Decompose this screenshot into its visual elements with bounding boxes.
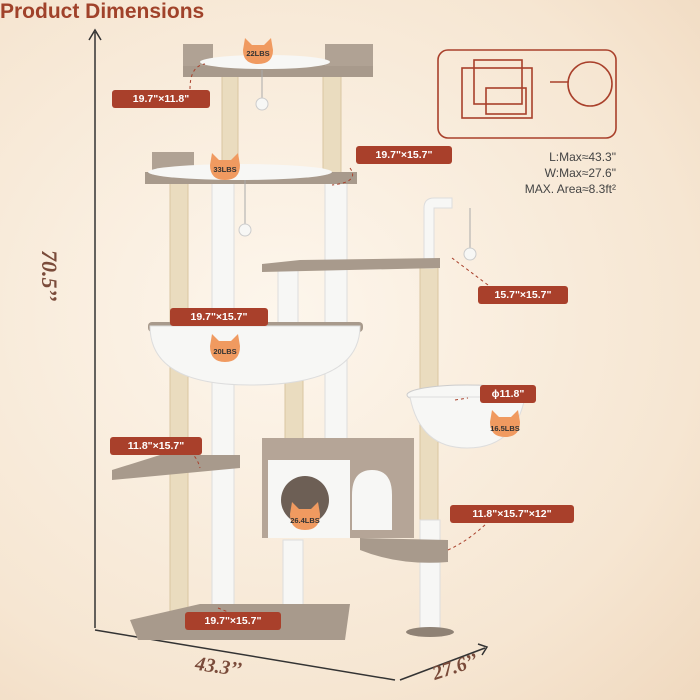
footprint-area: MAX. Area≈8.3ft² (524, 182, 616, 196)
base-size: 19.7"×15.7" (185, 612, 281, 630)
second-platform-size: 19.7"×15.7" (356, 146, 452, 164)
left-step (112, 455, 240, 480)
footprint-length: L:Max≈43.3" (549, 150, 616, 164)
top-platform-size: 19.7"×11.8" (112, 90, 210, 108)
hammock-size: 19.7"×15.7" (170, 308, 268, 326)
right-top-platform-size: 15.7"×15.7" (478, 286, 568, 304)
top-platform (183, 44, 373, 77)
footprint-width: W:Max≈27.6" (544, 166, 616, 180)
depth-dimension-line (399, 647, 486, 681)
footprint-diagram (437, 49, 617, 139)
second-platform-load: 33LBS (213, 165, 237, 174)
page-title: Product Dimensions (0, 0, 205, 23)
left-step-size: 11.8"×15.7" (110, 437, 202, 455)
bowl-size: ϕ11.8" (480, 385, 536, 403)
bowl-load: 16.5LBS (490, 424, 520, 433)
condo-load: 26.4LBS (290, 516, 320, 525)
hammock (148, 322, 363, 386)
hammock-load: 20LBS (213, 347, 237, 356)
overall-height: 70.5’’ (37, 250, 62, 302)
second-platform (145, 152, 357, 184)
condo (262, 438, 448, 563)
right-top-platform (262, 258, 440, 272)
top-platform-load: 22LBS (246, 49, 270, 58)
condo-size: 11.8"×15.7"×12" (450, 505, 574, 523)
